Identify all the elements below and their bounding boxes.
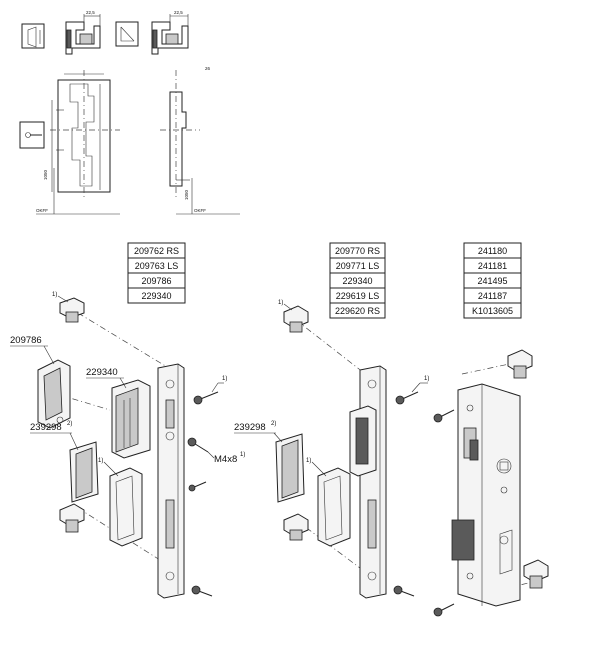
part-number-cell: 241187 [478,291,507,301]
middle-exploded-assembly [275,305,419,599]
part-number-cell: 209763 LS [135,261,179,271]
footnote-marker: 1) [278,300,283,306]
screw [188,481,207,492]
callout-239298: 239298 [30,422,62,433]
keeper-elevation-drawing [50,70,120,200]
dim-label: 1050 [43,169,48,180]
lock-case [451,383,521,607]
screw [393,585,415,597]
bracket-part [275,433,305,503]
okff-label: OKFF [194,208,206,213]
screw [433,409,455,423]
footnote-marker: 1) [240,452,245,458]
screw [395,391,419,405]
screw [433,603,455,617]
bracket-part [69,441,99,503]
handle-symbol [19,121,45,149]
part-number-cell: 229340 [141,291,171,301]
part-number-cell: 241495 [477,276,507,286]
part-number-cell: 209786 [141,276,171,286]
lock-case-elevation-drawing [160,70,200,200]
dim-label: 22,5 [86,10,95,15]
footnote-marker: 1) [52,292,57,298]
dim-label: 1050 [184,189,189,200]
part-number-cell: 209762 RS [134,246,179,256]
lock-body-part [111,379,151,459]
profile-section-left: 22,5 [65,10,101,55]
stop-cap [59,503,85,533]
footnote-marker: 2) [271,421,276,427]
plate-part [37,359,71,429]
dim-label: 26 [205,66,211,71]
profile-symbol-left [21,23,45,49]
okff-label: OKFF [36,208,48,213]
part-number-cell: K1013605 [472,306,513,316]
cover-part [317,467,351,547]
part-number-cell: 229340 [342,276,372,286]
part-number-table: 209770 RS 209771 LS 229340 229619 LS 229620 … [329,242,386,319]
part-number-cell: 241180 [478,246,507,256]
stop-cap [59,297,85,323]
cover-part [109,467,143,547]
strike-plate [349,365,387,599]
callouts: 1) 209786 229340 239298 2) 1) M4x8 1) 1)… [10,292,429,477]
part-number-cell: 229620 RS [335,306,380,316]
left-exploded-assembly [37,297,219,599]
part-number-cell: 209771 LS [336,261,380,271]
screw [191,585,213,597]
table-frame [463,242,522,319]
stop-cap [283,305,309,333]
footnote-marker: 1) [98,458,103,464]
stop-cap [507,349,533,379]
strike-plate [157,363,185,599]
table-frame [329,242,386,319]
stop-cap [283,513,309,541]
part-number-cell: 209770 RS [335,246,380,256]
part-number-cell: 241181 [478,261,507,271]
profile-section-right: 22,5 [151,10,189,55]
callout-239298: 239298 [234,422,266,433]
dim-label: 22,5 [174,10,183,15]
footnote-marker: 2) [67,421,72,427]
right-exploded-assembly [433,349,549,617]
part-number-cell: 229619 LS [336,291,380,301]
footnote-marker: 1) [424,376,429,382]
profile-symbol-right [115,21,139,47]
footnote-marker: 1) [306,458,311,464]
screw [193,391,219,405]
callout-209786: 209786 [10,335,42,346]
stop-cap [523,559,549,589]
part-number-table: 209762 RS 209763 LS 209786 229340 [127,242,186,304]
screw [187,437,209,453]
callout-m4x8: M4x8 [214,454,237,465]
callout-229340: 229340 [86,367,118,378]
footnote-marker: 1) [222,376,227,382]
